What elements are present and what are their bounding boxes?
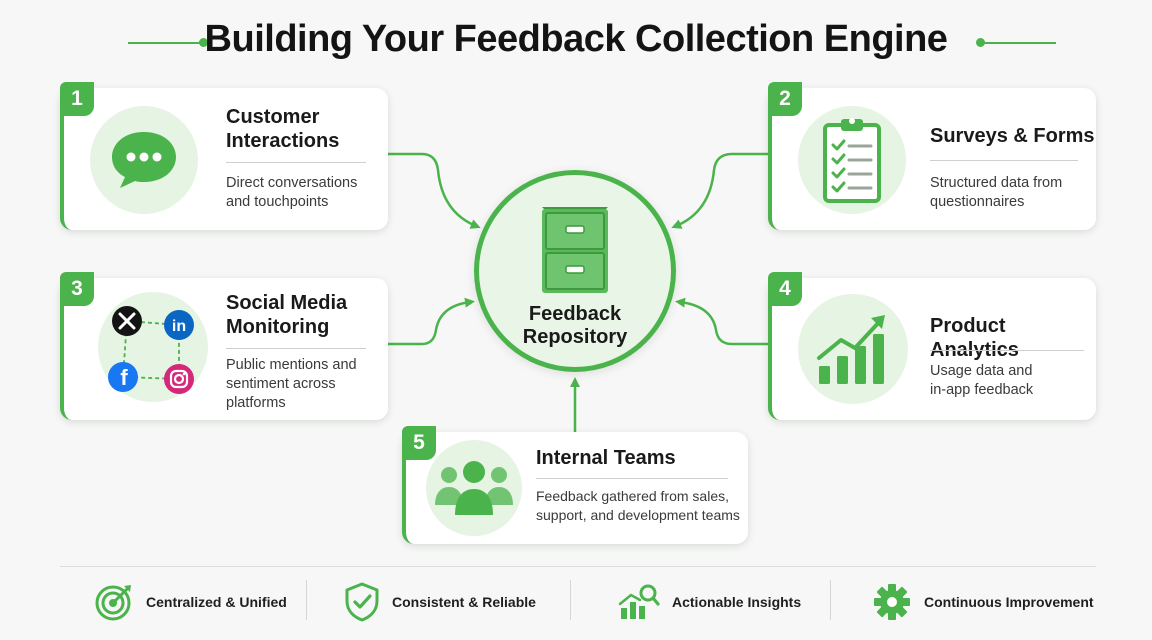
chat-bubble-icon [112, 132, 176, 188]
icon-circle [90, 106, 198, 214]
title-dot-left [199, 38, 208, 47]
social-network-icon: in f [108, 306, 194, 394]
benefit-separator [306, 580, 307, 620]
card-divider [226, 162, 366, 163]
benefits-divider [60, 566, 1096, 567]
icon-circle [426, 440, 522, 536]
step-badge-1: 1 [60, 82, 94, 116]
benefit-centralized: Centralized & Unified [94, 578, 287, 626]
benefit-separator [570, 580, 571, 620]
icon-circle [798, 106, 906, 214]
icon-circle [798, 294, 908, 404]
step-badge-3: 3 [60, 272, 94, 306]
benefit-actionable: Actionable Insights [618, 578, 801, 626]
growth-chart-icon [817, 315, 885, 384]
title-dot-right [976, 38, 985, 47]
filing-cabinet-icon [542, 207, 608, 293]
title-line-left [128, 42, 202, 44]
gear-icon [874, 584, 910, 620]
benefit-label: Continuous Improvement [924, 594, 1094, 610]
benefit-consistent: Consistent & Reliable [344, 578, 536, 626]
card-internal-teams: 5 Internal Teams Feedback gathered from … [402, 426, 748, 544]
card-title: Surveys & Forms [930, 125, 1095, 147]
svg-text:f: f [120, 365, 128, 390]
chart-magnifier-icon [618, 584, 660, 619]
step-badge-2: 2 [768, 82, 802, 116]
card-title: Internal Teams [536, 447, 676, 469]
page-title: Building Your Feedback Collection Engine [204, 18, 948, 60]
arrow-2 [671, 152, 770, 229]
card-divider [226, 348, 366, 349]
team-people-icon [435, 461, 513, 515]
card-description: Feedback gathered from sales,support, an… [536, 488, 740, 523]
arrow-4 [675, 297, 770, 346]
shield-check-icon [345, 582, 379, 622]
card-divider [930, 350, 1084, 351]
target-icon [95, 585, 131, 621]
benefit-separator [830, 580, 831, 620]
step-badge-5: 5 [402, 426, 436, 460]
svg-text:in: in [172, 318, 186, 335]
benefit-label: Centralized & Unified [146, 594, 287, 610]
benefit-continuous: Continuous Improvement [872, 578, 1094, 626]
benefit-label: Consistent & Reliable [392, 594, 536, 610]
title-line-right [982, 42, 1056, 44]
benefit-label: Actionable Insights [672, 594, 802, 610]
arrow-1 [388, 152, 481, 229]
step-badge-4: 4 [768, 272, 802, 306]
arrow-3 [388, 297, 475, 346]
card-divider [536, 478, 728, 479]
card-divider [930, 160, 1078, 161]
card-title: Product Analytics [930, 315, 1019, 361]
icon-circle: in f [98, 292, 208, 402]
clipboard-checklist-icon [823, 118, 881, 203]
